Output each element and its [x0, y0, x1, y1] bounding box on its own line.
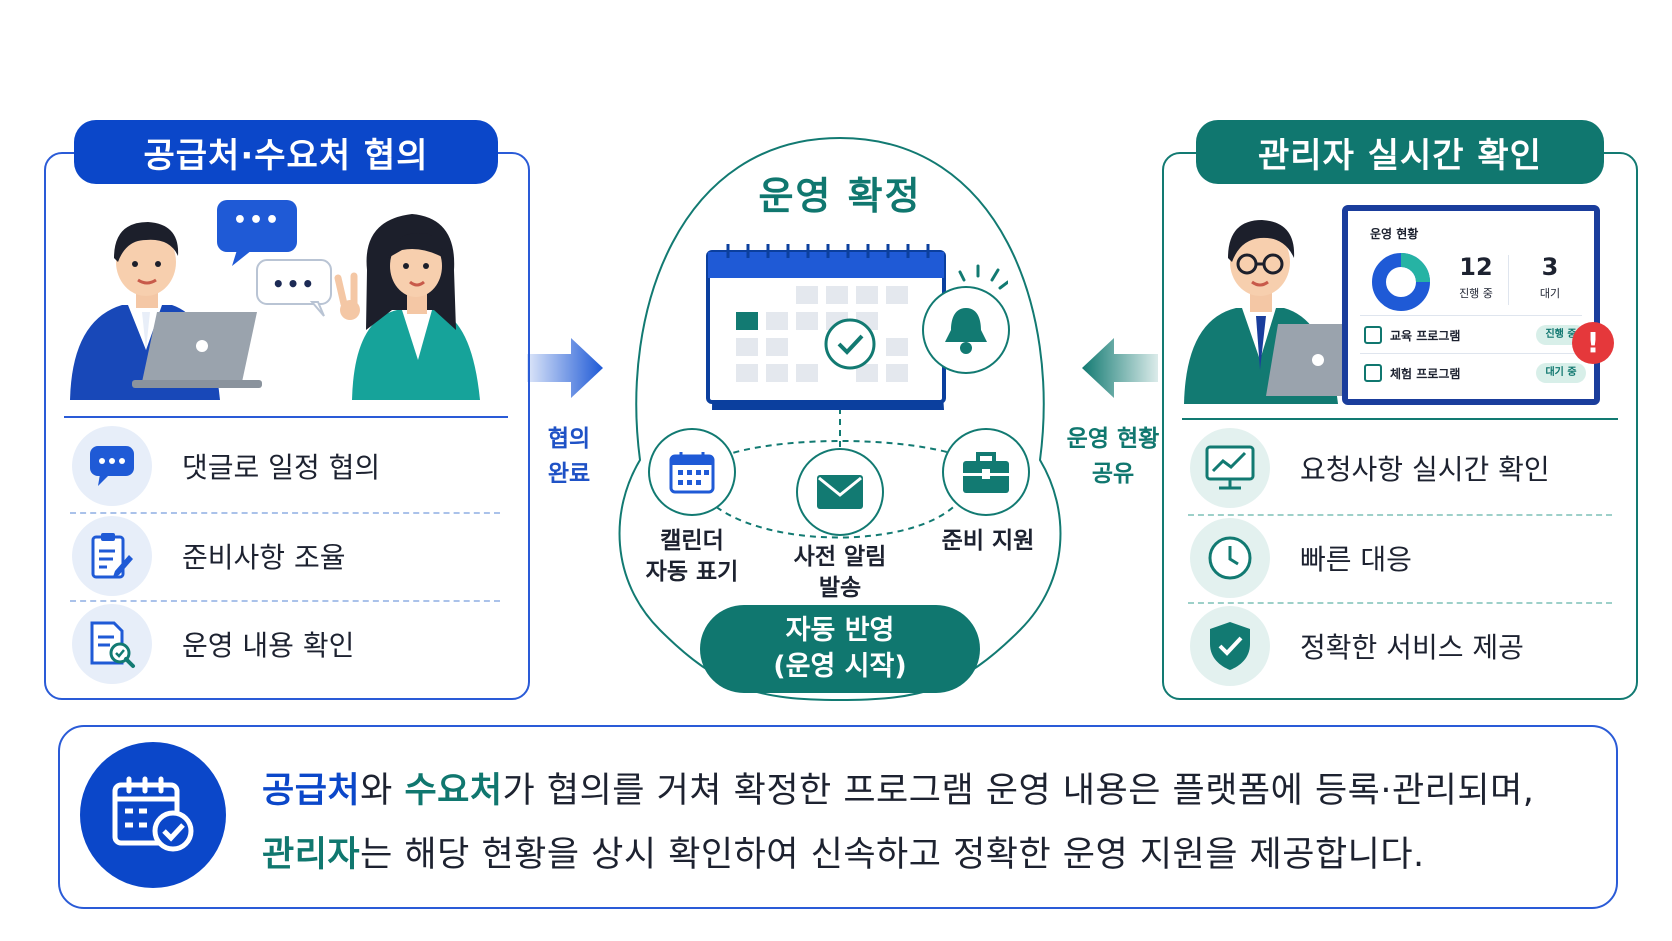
toolbox-icon — [942, 428, 1030, 516]
arrow-label-line: 공유 — [1091, 461, 1135, 487]
left-item-divider — [70, 600, 500, 602]
summary-text: 가 협의를 거쳐 확정한 프로그램 운영 내용은 플랫폼에 등록·관리되며, — [502, 771, 1535, 811]
supplier-consumer-title: 공급처·수요처 협의 — [74, 120, 498, 184]
highlight-consumer: 수요처 — [404, 771, 503, 811]
alert-icon: ! — [1572, 322, 1614, 364]
summary-line-2: 관리자는 해당 현황을 상시 확인하여 신속하고 정확한 운영 지원을 제공합니… — [262, 826, 1425, 877]
center-title: 운영 확정 — [758, 174, 922, 218]
highlight-admin: 관리자 — [262, 835, 361, 875]
bell-ring-marks — [958, 264, 1008, 290]
auto-apply-pill: 자동 반영 (운영 시작) — [700, 605, 980, 693]
clipboard-edit-icon — [72, 516, 152, 596]
chat-icon — [72, 426, 152, 506]
auto-apply-title: 자동 반영 — [785, 615, 895, 646]
in-progress-count: 12 — [1459, 253, 1493, 281]
ic-label-line: 발송 — [818, 575, 862, 601]
speech-bubble-dots: ••• — [232, 208, 282, 233]
arrow-left-icon — [1082, 338, 1158, 398]
summary-line-1: 공급처와 수요처가 협의를 거쳐 확정한 프로그램 운영 내용은 플랫폼에 등록… — [262, 762, 1534, 813]
arrow-label-consult-done: 협의 완료 — [530, 422, 608, 492]
right-item-label: 정확한 서비스 제공 — [1300, 631, 1524, 664]
ic-label-line: 캘린더 — [660, 528, 724, 554]
auto-apply-sub: (운영 시작) — [773, 651, 907, 682]
calendar-small-icon — [648, 428, 736, 516]
right-item-divider — [1188, 514, 1612, 516]
laptop — [132, 312, 262, 388]
dashboard-sep — [1360, 315, 1582, 316]
in-progress-label: 진행 중 — [1459, 287, 1493, 300]
clock-icon — [1190, 518, 1270, 598]
prep-support-label: 준비 지원 — [928, 526, 1048, 557]
document-search-icon — [72, 604, 152, 684]
waiting-count: 3 — [1541, 253, 1559, 281]
notice-send-label: 사전 알림 발송 — [775, 542, 905, 604]
left-item-prepare: 준비사항 조율 — [72, 516, 345, 596]
left-item-label: 운영 내용 확인 — [182, 629, 355, 662]
right-item-label: 요청사항 실시간 확인 — [1300, 453, 1550, 486]
speech-bubble-blue — [217, 200, 297, 266]
calendar-check-icon — [80, 742, 226, 888]
highlight-supplier: 공급처 — [262, 771, 361, 811]
woman-figure — [334, 214, 480, 400]
checkbox-icon — [1364, 364, 1382, 382]
program-name: 교육 프로그램 — [1390, 329, 1461, 343]
left-item-divider — [70, 512, 500, 514]
ic-label-line: 준비 지원 — [941, 528, 1035, 554]
summary-text: 는 해당 현황을 상시 확인하여 신속하고 정확한 운영 지원을 제공합니다. — [360, 835, 1425, 875]
left-panel-divider — [64, 416, 508, 418]
status-dashboard: 운영 현황 12 진행 중 3 대기 교육 프로그램 진행 중 체험 프로그램 … — [1342, 205, 1600, 405]
checkbox-icon — [1364, 326, 1382, 344]
right-item-fast: 빠른 대응 — [1190, 518, 1412, 598]
admin-title: 관리자 실시간 확인 — [1196, 120, 1604, 184]
dashboard-sep — [1360, 353, 1582, 354]
arrow-label-status-share: 운영 현황 공유 — [1060, 422, 1166, 492]
shield-check-icon — [1190, 606, 1270, 686]
monitor-chart-icon — [1190, 428, 1270, 508]
program-name: 체험 프로그램 — [1390, 367, 1461, 381]
dashboard-title: 운영 현황 — [1370, 227, 1419, 241]
status-badge: 대기 중 — [1536, 363, 1586, 383]
speech-bubble-dots-2: ••• — [271, 272, 317, 296]
arrow-label-line: 협의 — [547, 426, 591, 452]
arrow-right-icon — [527, 338, 603, 398]
bell-icon — [922, 286, 1010, 374]
mail-icon — [796, 448, 884, 536]
right-panel-divider — [1182, 418, 1618, 420]
left-item-label: 댓글로 일정 협의 — [182, 451, 381, 484]
right-item-divider — [1188, 602, 1612, 604]
right-item-realtime: 요청사항 실시간 확인 — [1190, 428, 1550, 508]
speech-bubble-white — [256, 259, 332, 317]
consultation-illustration — [70, 200, 480, 400]
arrow-label-line: 운영 현황 — [1066, 426, 1160, 452]
right-item-accurate: 정확한 서비스 제공 — [1190, 606, 1524, 686]
calendar-icon — [706, 244, 946, 410]
left-item-schedule: 댓글로 일정 협의 — [72, 426, 380, 506]
summary-box — [58, 725, 1618, 909]
dashboard-divider — [1508, 255, 1509, 305]
donut-chart — [1372, 253, 1430, 311]
admin-illustration — [1184, 220, 1370, 404]
arrow-label-line: 완료 — [547, 461, 591, 487]
calendar-auto-label: 캘린더 자동 표기 — [630, 526, 754, 588]
calendar-rings — [726, 244, 930, 258]
waiting-label: 대기 — [1539, 287, 1561, 300]
left-item-label: 준비사항 조율 — [182, 541, 346, 574]
right-item-label: 빠른 대응 — [1300, 543, 1412, 576]
ic-label-line: 사전 알림 — [793, 544, 887, 570]
summary-text: 와 — [360, 771, 405, 811]
left-item-confirm: 운영 내용 확인 — [72, 604, 354, 684]
ic-label-line: 자동 표기 — [645, 559, 739, 585]
